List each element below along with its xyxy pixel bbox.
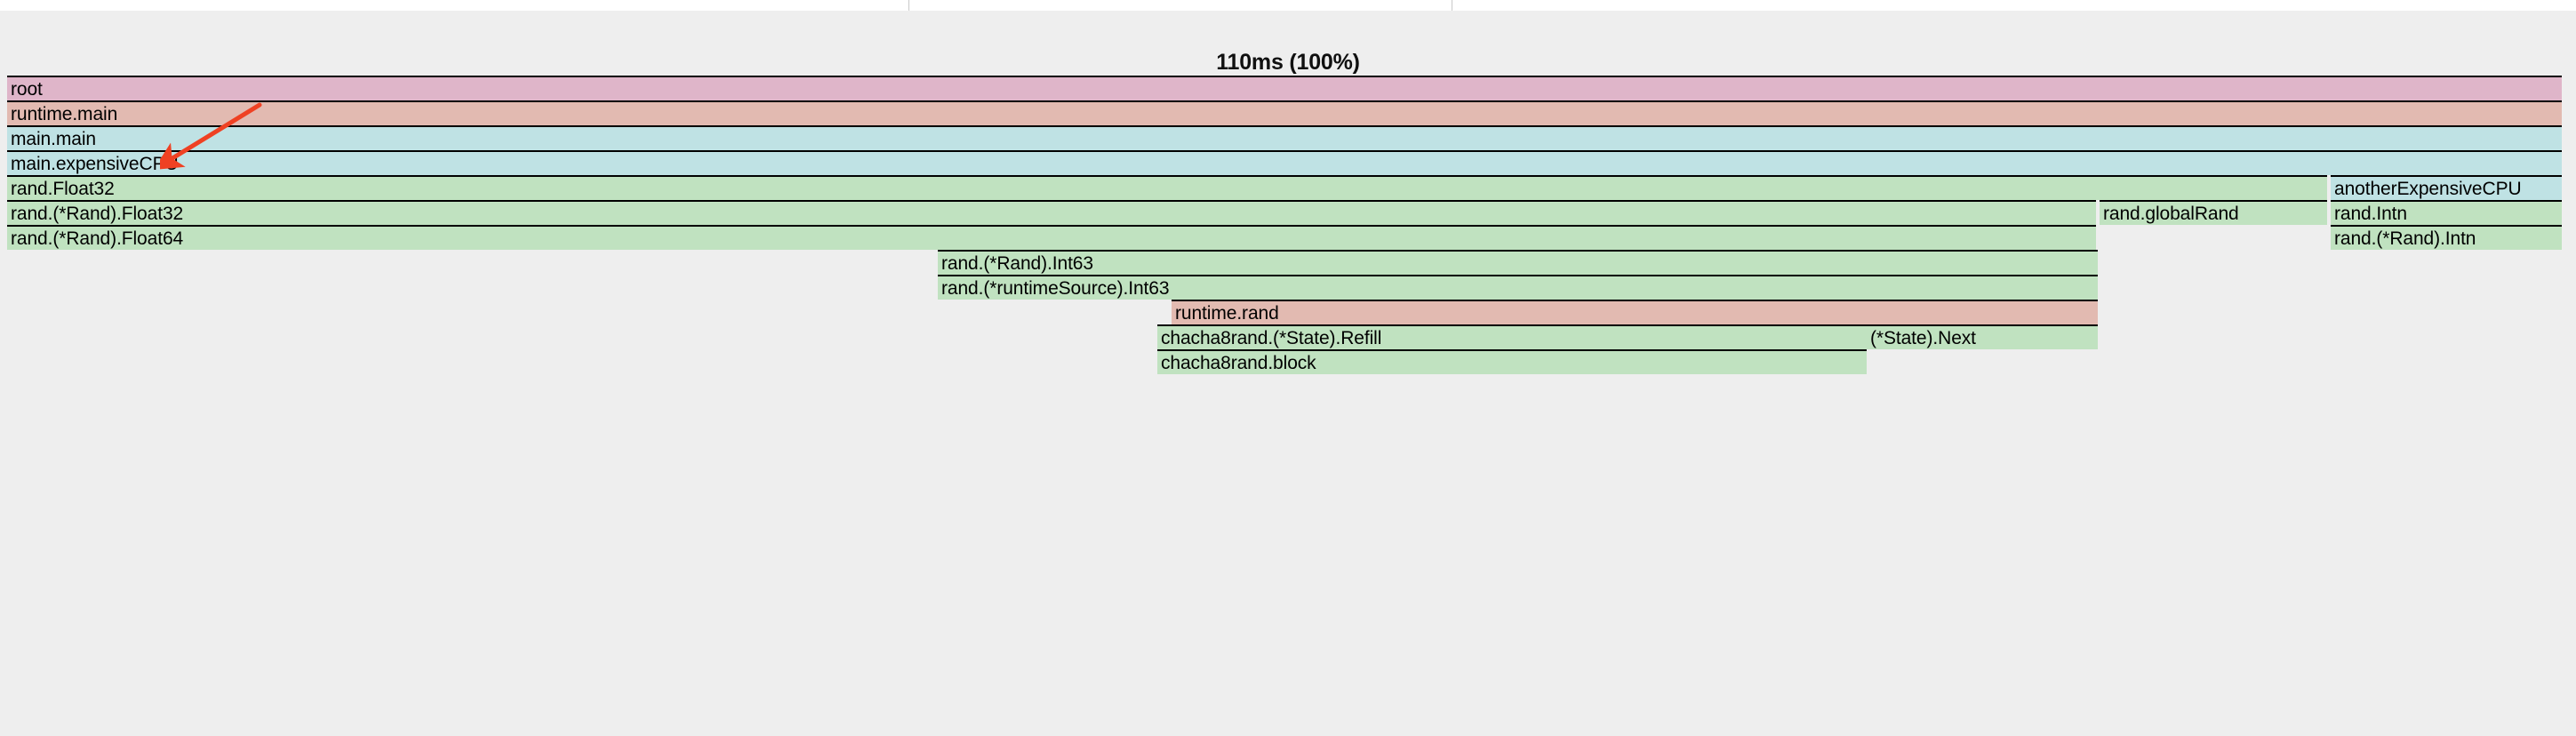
flame-frame[interactable]: rand.globalRand (2100, 200, 2327, 225)
flame-frame[interactable]: rand.(*Rand).Int63 (938, 250, 2098, 275)
flame-frame-label: rand.globalRand (2103, 203, 2239, 224)
flame-frame-label: main.main (11, 128, 96, 149)
flame-frame[interactable]: root (7, 76, 2562, 100)
flame-frame-label: rand.(*Rand).Float64 (11, 228, 184, 249)
flame-frame-label: rand.(*Rand).Float32 (11, 203, 184, 224)
flamegraph-frames: root runtime.main main.main main.expensiveC… (0, 11, 2576, 736)
flame-frame[interactable]: rand.(*Rand).Float32 (7, 200, 2096, 225)
flame-frame-label: runtime.main (11, 103, 118, 124)
flame-frame-label: chacha8rand.block (1161, 352, 1316, 373)
flame-frame-label: anotherExpensiveCPU (2334, 178, 2522, 199)
flame-frame-label: rand.(*Rand).Intn (2334, 228, 2476, 249)
flame-frame[interactable]: runtime.rand (1172, 300, 2098, 324)
flame-frame[interactable]: rand.(*Rand).Float64 (7, 225, 2096, 250)
flame-frame[interactable]: runtime.main (7, 100, 2562, 125)
top-strip (0, 0, 2576, 12)
flame-frame[interactable]: chacha8rand.(*State).Refill (1157, 324, 1867, 349)
flame-frame[interactable]: chacha8rand.block (1157, 349, 1867, 374)
flame-frame[interactable]: rand.Intn (2331, 200, 2562, 225)
page-title: 110ms (100%) (1216, 50, 1360, 75)
flame-frame-label: rand.(*Rand).Int63 (941, 252, 1093, 274)
flame-frame[interactable]: rand.(*Rand).Intn (2331, 225, 2562, 250)
flame-frame-label: rand.Intn (2334, 203, 2407, 224)
flame-frame-label: main.expensiveCPU (11, 153, 179, 174)
flame-frame-label: chacha8rand.(*State).Refill (1161, 327, 1382, 348)
flame-frame-label: rand.(*runtimeSource).Int63 (941, 277, 1170, 299)
flame-frame[interactable]: rand.(*runtimeSource).Int63 (938, 275, 2098, 300)
flame-frame-label: (*State).Next (1870, 327, 1976, 348)
flame-frame[interactable]: main.expensiveCPU (7, 150, 2562, 175)
flame-frame-label: runtime.rand (1175, 302, 1279, 324)
flame-frame-label: rand.Float32 (11, 178, 115, 199)
flame-frame[interactable]: (*State).Next (1867, 324, 2098, 349)
flame-frame[interactable]: anotherExpensiveCPU (2331, 175, 2562, 200)
flame-frame[interactable]: main.main (7, 125, 2562, 150)
flamegraph-canvas: 110ms (100%) root runtime.main main.main ma… (0, 11, 2576, 736)
flame-frame[interactable]: rand.Float32 (7, 175, 2327, 200)
flame-frame-label: root (11, 78, 43, 100)
